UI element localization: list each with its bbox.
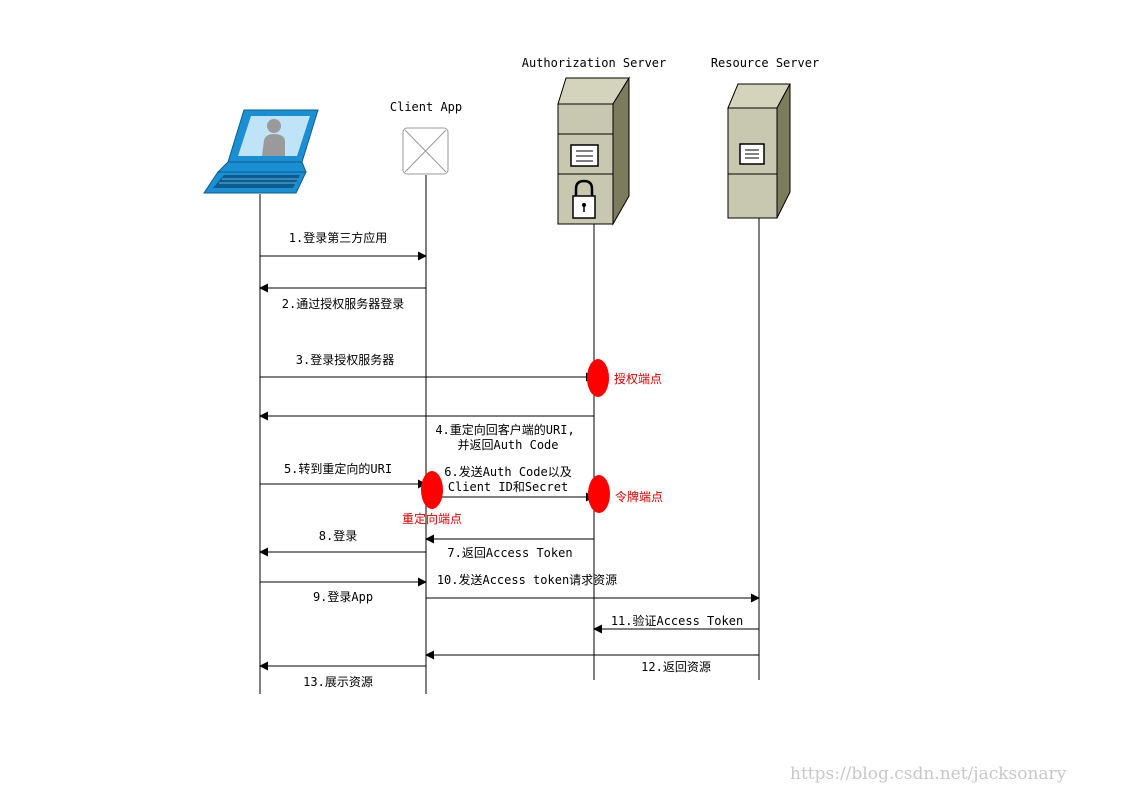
message-6-label-line1: 6.发送Auth Code以及 bbox=[444, 465, 572, 479]
message-10-label: 10.发送Access token请求资源 bbox=[436, 573, 618, 587]
authorization-server-label: Authorization Server bbox=[521, 56, 667, 70]
token-endpoint-label: 令牌端点 bbox=[615, 490, 664, 504]
message-4-label-line1: 4.重定向回客户端的URI, bbox=[435, 423, 575, 437]
client-app-label: Client App bbox=[389, 100, 463, 114]
authorization-server-icon bbox=[557, 76, 630, 226]
redirect-endpoint-marker bbox=[421, 471, 443, 509]
message-9-label: 9.登录App bbox=[312, 590, 374, 604]
authorize-endpoint-label: 授权端点 bbox=[614, 372, 663, 386]
authorize-endpoint-marker bbox=[587, 359, 609, 397]
watermark: https://blog.csdn.net/jacksonary bbox=[790, 764, 1067, 784]
token-endpoint-marker bbox=[588, 475, 610, 513]
message-8-label: 8.登录 bbox=[318, 529, 358, 543]
message-3-label: 3.登录授权服务器 bbox=[295, 353, 395, 367]
resource-server-label: Resource Server bbox=[710, 56, 820, 70]
message-13-label: 13.展示资源 bbox=[303, 675, 373, 689]
message-2-label: 2.通过授权服务器登录 bbox=[281, 297, 405, 311]
message-12-label: 12.返回资源 bbox=[641, 660, 711, 674]
client-app-image-icon bbox=[402, 127, 449, 175]
lock-icon bbox=[572, 179, 596, 219]
redirect-endpoint-label: 重定向端点 bbox=[401, 512, 463, 526]
message-4-label-line2: 并返回Auth Code bbox=[457, 438, 559, 452]
message-5-label: 5.转到重定向的URI bbox=[283, 462, 393, 476]
message-6-label-line2: Client ID和Secret bbox=[447, 480, 569, 494]
user-laptop-icon bbox=[203, 109, 319, 194]
resource-server-icon bbox=[727, 83, 791, 219]
message-7-label: 7.返回Access Token bbox=[447, 546, 573, 560]
message-11-label: 11.验证Access Token bbox=[610, 614, 744, 628]
message-1-label: 1.登录第三方应用 bbox=[288, 231, 388, 245]
